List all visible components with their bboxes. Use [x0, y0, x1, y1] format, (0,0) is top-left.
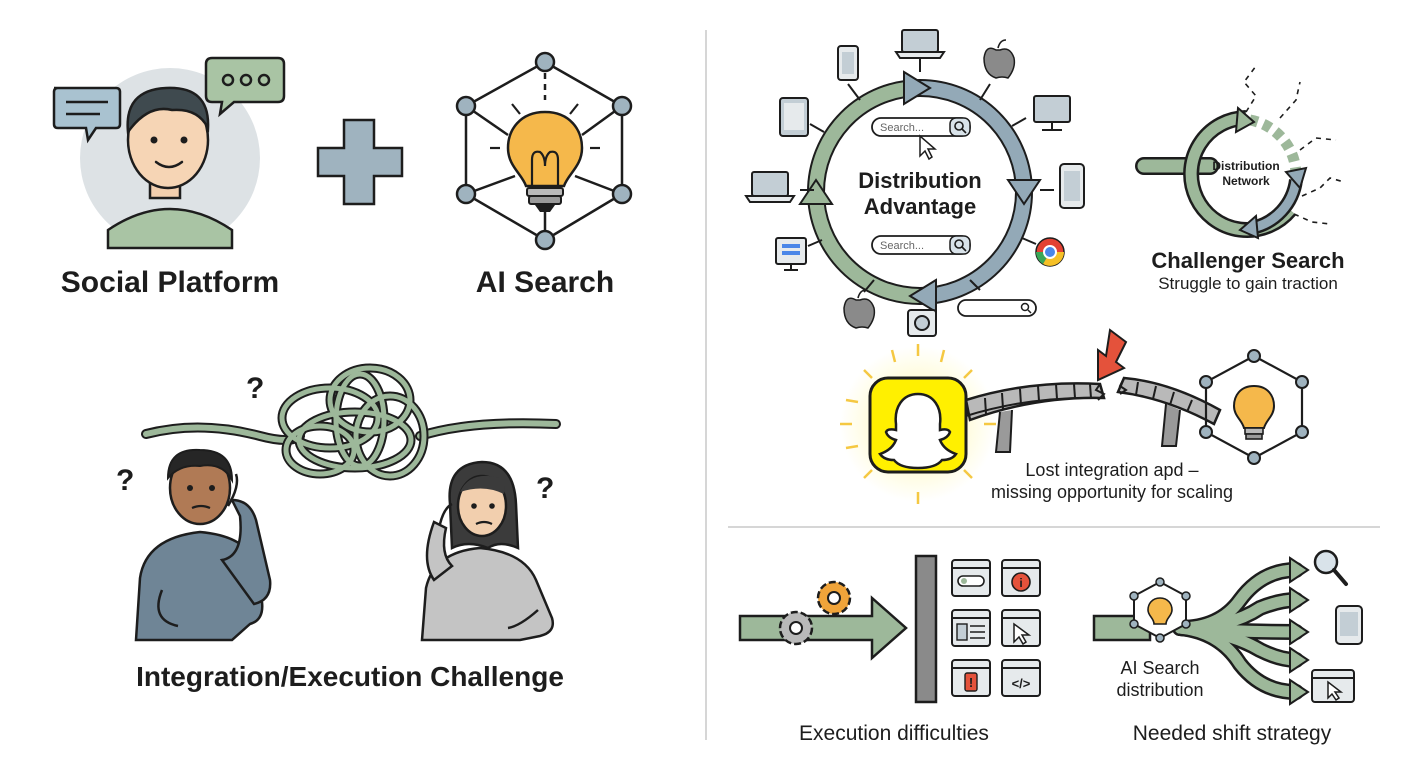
lightbulb-icon [1147, 597, 1173, 625]
search-bar-bottom [871, 235, 971, 255]
cycle-arrow-left [798, 178, 834, 205]
question-mark-left: ? [116, 464, 134, 497]
distribution-title-line1: Distribution [858, 168, 981, 193]
question-mark-top: ? [246, 372, 264, 405]
search-placeholder-top: Search... [880, 122, 924, 134]
search-bar-top [871, 117, 971, 137]
browser-cursor-icon [1311, 669, 1355, 703]
alert-arrow-icon [1097, 328, 1128, 382]
wall-barrier [914, 554, 938, 704]
search-placeholder-bottom: Search... [880, 240, 924, 252]
challenger-subtitle: Struggle to gain traction [1158, 274, 1338, 293]
shift-strategy-label: Needed shift strategy [1133, 722, 1332, 745]
window-icon-toggle [951, 559, 991, 597]
search-bar-small [957, 299, 1037, 317]
challenger-title: Challenger Search [1151, 248, 1344, 273]
window-icon-cursor [1001, 609, 1041, 647]
tablet-icon [779, 97, 809, 137]
cycle-arrow-right [1006, 179, 1042, 206]
social-platform-illustration [52, 56, 286, 250]
confused-woman-illustration [420, 460, 554, 642]
search-icon [954, 239, 964, 249]
challenge-label: Integration/Execution Challenge [136, 661, 564, 692]
lost-integration-line1: Lost integration apd – [1025, 460, 1198, 480]
distribution-cycle [798, 70, 1042, 314]
phone-icon-shift [1335, 605, 1363, 645]
apple-logo-icon-top [983, 39, 1016, 79]
window-icon-info [1001, 559, 1041, 597]
confused-man-illustration [134, 448, 272, 642]
ai-search-distribution-line2: distribution [1116, 680, 1203, 700]
chrome-logo-icon [1035, 237, 1065, 267]
execution-arrow-illustration [738, 554, 938, 704]
gear-icon-gray [778, 610, 814, 646]
execution-label: Execution difficulties [799, 722, 989, 745]
snapchat-logo-icon [868, 376, 968, 474]
search-icon [1020, 302, 1030, 312]
cycle-arrow-bottom [908, 278, 937, 314]
window-icon-code [1001, 659, 1041, 697]
camera-icon [907, 309, 937, 337]
shift-strategy-illustration [1092, 556, 1310, 706]
cursor-icon [919, 134, 938, 161]
social-platform-label: Social Platform [61, 266, 279, 299]
magnifier-icon [1313, 549, 1348, 586]
question-mark-right: ? [536, 472, 554, 505]
cycle-arrow-top [903, 70, 932, 106]
tangle-illustration [141, 363, 561, 481]
code-glyph: </> [1012, 676, 1031, 691]
lost-integration-line2: missing opportunity for scaling [991, 482, 1233, 502]
gear-icon-orange [816, 580, 852, 616]
window-icon-list [951, 609, 991, 647]
server-monitor-icon [775, 237, 807, 271]
info-glyph: i [1019, 576, 1022, 590]
laptop-icon-top [894, 29, 946, 59]
ai-search-distribution-line1: AI Search [1120, 658, 1199, 678]
lightbulb-icon [506, 110, 584, 188]
ai-network-small-icon [1199, 349, 1309, 465]
distribution-title-line2: Advantage [864, 194, 976, 219]
phone-icon-top [837, 45, 859, 81]
laptop-icon-left [744, 171, 796, 203]
challenger-network-illustration [1135, 65, 1345, 240]
distribution-network-line1: Distribution [1212, 159, 1279, 173]
window-icon-warning [951, 659, 991, 697]
apple-logo-icon-bottom [843, 289, 876, 329]
broken-bridge-illustration [964, 376, 1222, 453]
ai-search-label: AI Search [476, 266, 614, 299]
search-icon [954, 121, 964, 131]
distribution-network-line2: Network [1222, 174, 1270, 188]
warning-glyph: ! [969, 675, 973, 690]
monitor-icon [1033, 95, 1071, 131]
ai-search-network-illustration [455, 51, 633, 251]
phone-icon-right [1059, 163, 1085, 209]
plus-icon [316, 118, 404, 206]
